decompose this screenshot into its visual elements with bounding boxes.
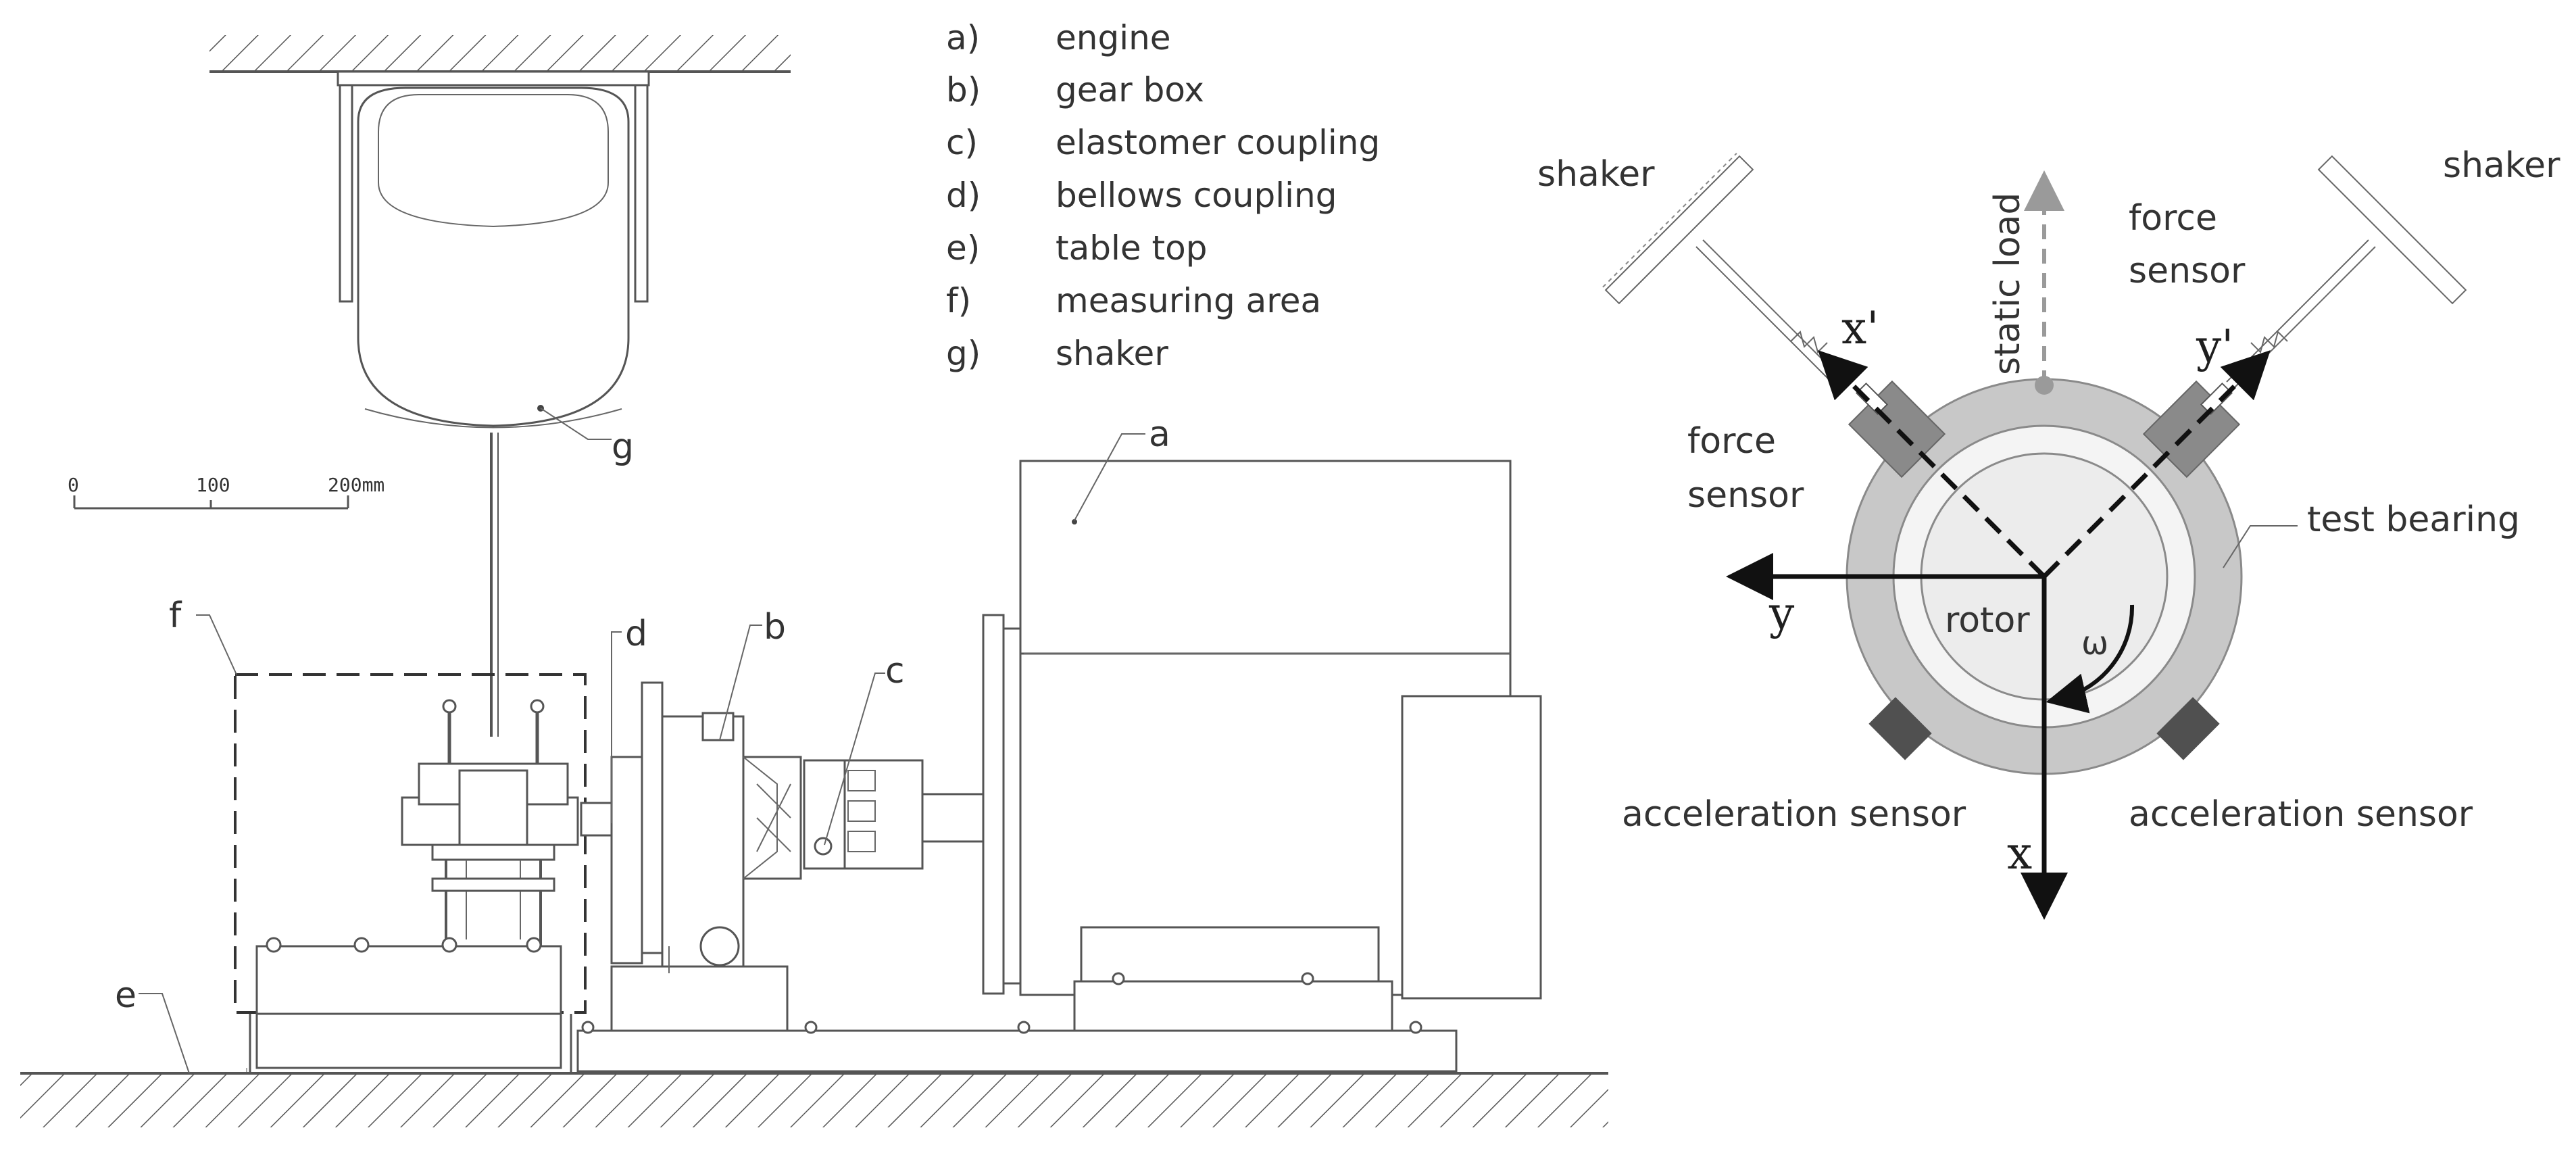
- legend-text-a: engine: [1056, 18, 1171, 57]
- legend: a) engine b) gear box c) elastomer coupl…: [946, 18, 1380, 373]
- callout-a: a: [1074, 414, 1170, 521]
- label-omega: ω: [2081, 625, 2108, 662]
- scale-tick-100: 100: [196, 474, 230, 496]
- callout-c: c: [824, 651, 905, 846]
- label-test-bearing: test bearing: [2307, 499, 2520, 540]
- scale-bar: 0 100 200mm: [68, 474, 385, 510]
- label-shaker-right: shaker: [2443, 145, 2560, 186]
- legend-key-f: f): [946, 281, 971, 320]
- ceiling-hatch: [209, 35, 791, 73]
- legend-key-e: e): [946, 228, 980, 268]
- legend-key-g: g): [946, 334, 981, 373]
- label-force-sensor-top-2: sensor: [2129, 251, 2246, 291]
- label-axis-y-prime: y': [2196, 320, 2233, 372]
- label-shaker-left: shaker: [1537, 154, 1655, 195]
- axis-y-prime: [2042, 350, 2271, 579]
- callout-d-label: d: [625, 614, 647, 654]
- label-accel-left: acceleration sensor: [1622, 794, 1966, 835]
- callout-f-label: f: [169, 595, 182, 636]
- label-rotor: rotor: [1945, 600, 2030, 641]
- callout-a-label: a: [1149, 414, 1170, 455]
- bearing-schematic: shaker shaker static load force sensor f…: [1537, 145, 2560, 920]
- scale-tick-200: 200mm: [328, 474, 385, 496]
- callout-e: e: [115, 975, 190, 1074]
- callout-g: g: [540, 408, 634, 467]
- label-force-sensor-top-1: force: [2129, 198, 2217, 239]
- callout-g-label: g: [612, 426, 634, 467]
- label-axis-y: y: [1768, 587, 1795, 639]
- legend-key-b: b): [946, 70, 981, 109]
- label-accel-right: acceleration sensor: [2129, 794, 2473, 835]
- label-static-load: static load: [1987, 193, 2028, 375]
- legend-text-c: elastomer coupling: [1056, 123, 1380, 162]
- legend-text-d: bellows coupling: [1056, 176, 1337, 215]
- acceleration-sensor-left: [1868, 697, 1932, 760]
- base-frame: [576, 1021, 1458, 1073]
- label-axis-x: x: [2007, 827, 2032, 879]
- static-load-point: [2035, 376, 2054, 395]
- engine: [982, 460, 1542, 1033]
- legend-key-c: c): [946, 123, 978, 162]
- legend-text-f: measuring area: [1056, 281, 1321, 320]
- shaker-right-assembly: [2226, 155, 2467, 389]
- shaker-body: [337, 70, 650, 737]
- legend-text-b: gear box: [1056, 70, 1204, 109]
- acceleration-sensor-right: [2156, 697, 2220, 760]
- callout-c-label: c: [885, 651, 905, 691]
- floor-hatch: [20, 1072, 1608, 1127]
- label-force-sensor-left-1: force: [1687, 421, 1776, 462]
- machine-drawing: 0 100 200mm: [20, 35, 1608, 1127]
- elastomer-coupling: [803, 759, 985, 870]
- callout-b: b: [719, 607, 786, 741]
- callout-b-label: b: [764, 607, 786, 647]
- rotation-arrow: [2046, 604, 2135, 714]
- legend-text-e: table top: [1056, 228, 1207, 268]
- test-bearing-leader: [2223, 525, 2298, 568]
- label-force-sensor-left-2: sensor: [1687, 475, 1804, 516]
- axis-x-prime: [1818, 350, 2046, 579]
- legend-key-d: d): [946, 176, 981, 215]
- label-axis-x-prime: x': [1841, 302, 1879, 354]
- callout-d: d: [611, 614, 647, 823]
- test-head: [246, 699, 579, 1073]
- shaker-left-assembly: [1602, 153, 1846, 389]
- gear-box: [610, 681, 802, 1032]
- legend-text-g: shaker: [1056, 334, 1168, 373]
- callout-e-label: e: [115, 975, 137, 1016]
- callout-f: f: [169, 595, 237, 675]
- scale-tick-0: 0: [68, 474, 79, 496]
- legend-key-a: a): [946, 18, 980, 57]
